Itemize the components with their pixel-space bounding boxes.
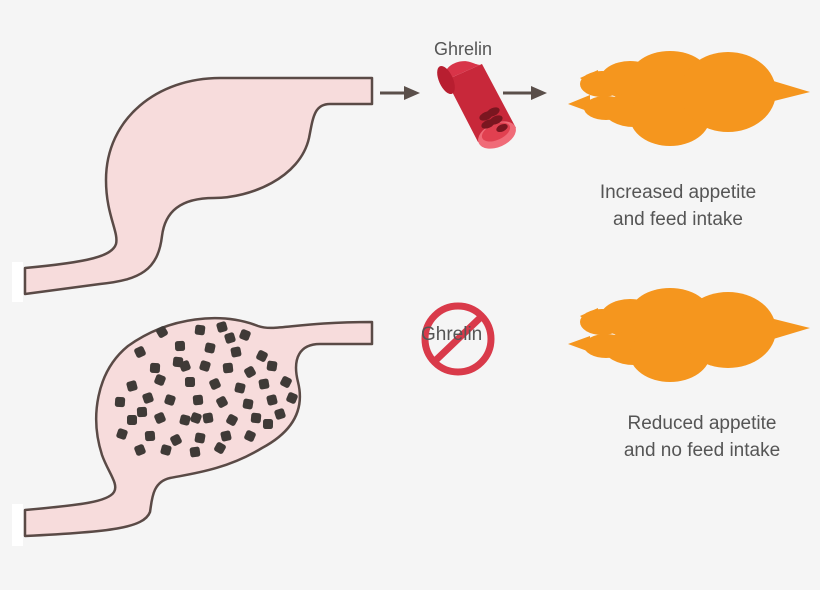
blocker-particle xyxy=(136,406,148,418)
brain-icon xyxy=(568,51,810,146)
stomach-empty-icon xyxy=(12,76,374,302)
blocker-particle xyxy=(266,394,278,406)
blocker-particle xyxy=(184,376,196,388)
caption-line-1: Reduced appetite xyxy=(627,413,777,434)
blocker-particle xyxy=(154,412,166,424)
blocker-particle xyxy=(114,396,126,408)
stomach-full-icon xyxy=(12,317,374,546)
blocker-particle xyxy=(204,342,216,354)
blocker-particle xyxy=(224,332,236,344)
blocker-particle xyxy=(194,432,206,444)
blood-vessel-icon xyxy=(437,61,516,149)
blocker-particle xyxy=(258,378,270,390)
blocker-particle xyxy=(116,428,128,440)
blocker-particle xyxy=(244,366,256,378)
blocker-particle xyxy=(242,398,254,410)
blocker-particle xyxy=(202,412,214,424)
blocker-particle xyxy=(164,394,176,406)
blocker-particle xyxy=(256,350,268,362)
blocker-particle xyxy=(126,380,138,392)
increased-appetite-caption: Increased appetite and feed intake xyxy=(568,179,788,233)
blocker-particle xyxy=(216,396,228,408)
blocker-particle xyxy=(226,414,238,426)
blocker-particle xyxy=(174,340,186,352)
blocker-particle xyxy=(172,356,184,368)
blocker-particle xyxy=(244,430,256,442)
blocker-particle xyxy=(144,430,156,442)
blocker-particle xyxy=(262,418,274,430)
blocker-particle xyxy=(156,326,168,338)
arrow-right-icon xyxy=(503,86,547,100)
blocker-particle xyxy=(194,324,206,336)
blocker-particle xyxy=(222,362,234,374)
blocker-particle xyxy=(220,430,232,442)
blocker-particle xyxy=(190,412,202,424)
blocker-particle xyxy=(149,362,161,374)
blocker-particle xyxy=(154,374,166,386)
blocker-particle xyxy=(179,414,191,426)
caption-line-2: and feed intake xyxy=(613,209,743,230)
blocker-particle xyxy=(239,329,251,341)
blocker-particle xyxy=(160,444,172,456)
blocker-particle xyxy=(230,346,242,358)
blocker-particle xyxy=(209,378,221,390)
blocker-particle xyxy=(199,360,211,372)
blocker-particle xyxy=(250,412,262,424)
caption-line-1: Increased appetite xyxy=(599,182,757,203)
blocker-particle xyxy=(286,392,298,404)
reduced-appetite-caption: Reduced appetite and no feed intake xyxy=(597,410,807,464)
prohibition-icon xyxy=(421,302,495,376)
blocker-particle xyxy=(216,321,228,333)
blocker-particle xyxy=(142,392,154,404)
blocker-particle xyxy=(214,442,226,454)
blocker-particle xyxy=(189,446,201,458)
blocker-particle xyxy=(192,394,204,406)
blocker-particle xyxy=(234,382,246,394)
brain-icon xyxy=(568,288,810,382)
ghrelin-blocked-label: Ghrelin xyxy=(421,324,483,345)
blocker-particle xyxy=(266,360,278,372)
blocker-particle xyxy=(280,376,292,388)
blocker-particle xyxy=(127,415,137,425)
blocker-particle xyxy=(170,434,182,446)
ghrelin-label: Ghrelin xyxy=(434,39,493,59)
blocker-particle xyxy=(274,408,286,420)
blocker-particle xyxy=(134,444,146,456)
arrow-right-icon xyxy=(380,86,420,100)
caption-line-2: and no feed intake xyxy=(623,440,781,461)
blocker-particle xyxy=(134,346,146,358)
